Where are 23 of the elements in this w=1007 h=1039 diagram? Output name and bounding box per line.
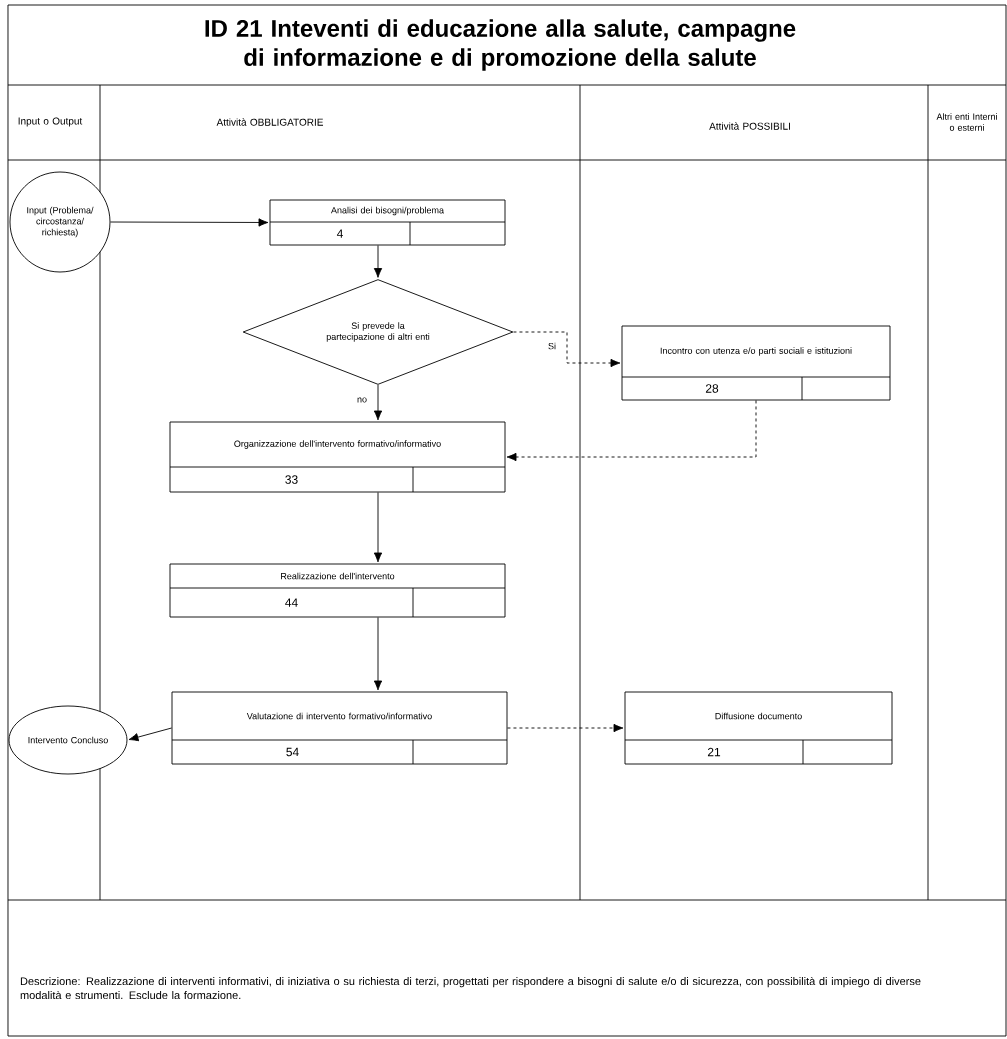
- column-header: Input o Output: [18, 117, 83, 127]
- arrow: [513, 331, 621, 368]
- process-box: Organizzazione dell'intervento formativo/informativo 33: [169, 421, 506, 493]
- arrow: [128, 727, 172, 742]
- description-text: Descrizione: Realizzazione di interventi informativi, di iniziativa o su richiesta di terzi, progettati per rispondere a bisogni di salute e/o di sicurezza, con possibilità di impiego di diverse modalità e strumenti. Esclude la formazione.: [20, 976, 921, 1000]
- arrow: [110, 218, 269, 227]
- process-box: Analisi dei bisogni/problema 4: [269, 199, 506, 246]
- arrow: [373, 245, 383, 278]
- process-box: Realizzazione dell'intervento 44: [169, 563, 506, 618]
- arrow: [506, 400, 757, 462]
- arrow: [373, 384, 383, 421]
- column-header: Attività POSSIBILI: [709, 122, 790, 130]
- arrow: [373, 617, 383, 691]
- title: ID 21 Inteventi di educazione alla salute, campagne di informazione e di promozione della salute: [205, 19, 796, 71]
- arrow: [373, 492, 383, 563]
- edge-label: no: [357, 397, 367, 403]
- arrow: [507, 723, 624, 733]
- process-box: Valutazione di intervento formativo/informativo 54: [171, 691, 508, 765]
- column-header: Attività OBBLIGATORIE: [216, 118, 323, 126]
- process-box: Incontro con utenza e/o parti sociali e istituzioni 28: [621, 325, 891, 401]
- edge-label: Si: [548, 342, 556, 350]
- column-header: Altri enti Interni o esterni: [936, 113, 997, 131]
- process-box: Diffusione documento 21: [624, 691, 893, 765]
